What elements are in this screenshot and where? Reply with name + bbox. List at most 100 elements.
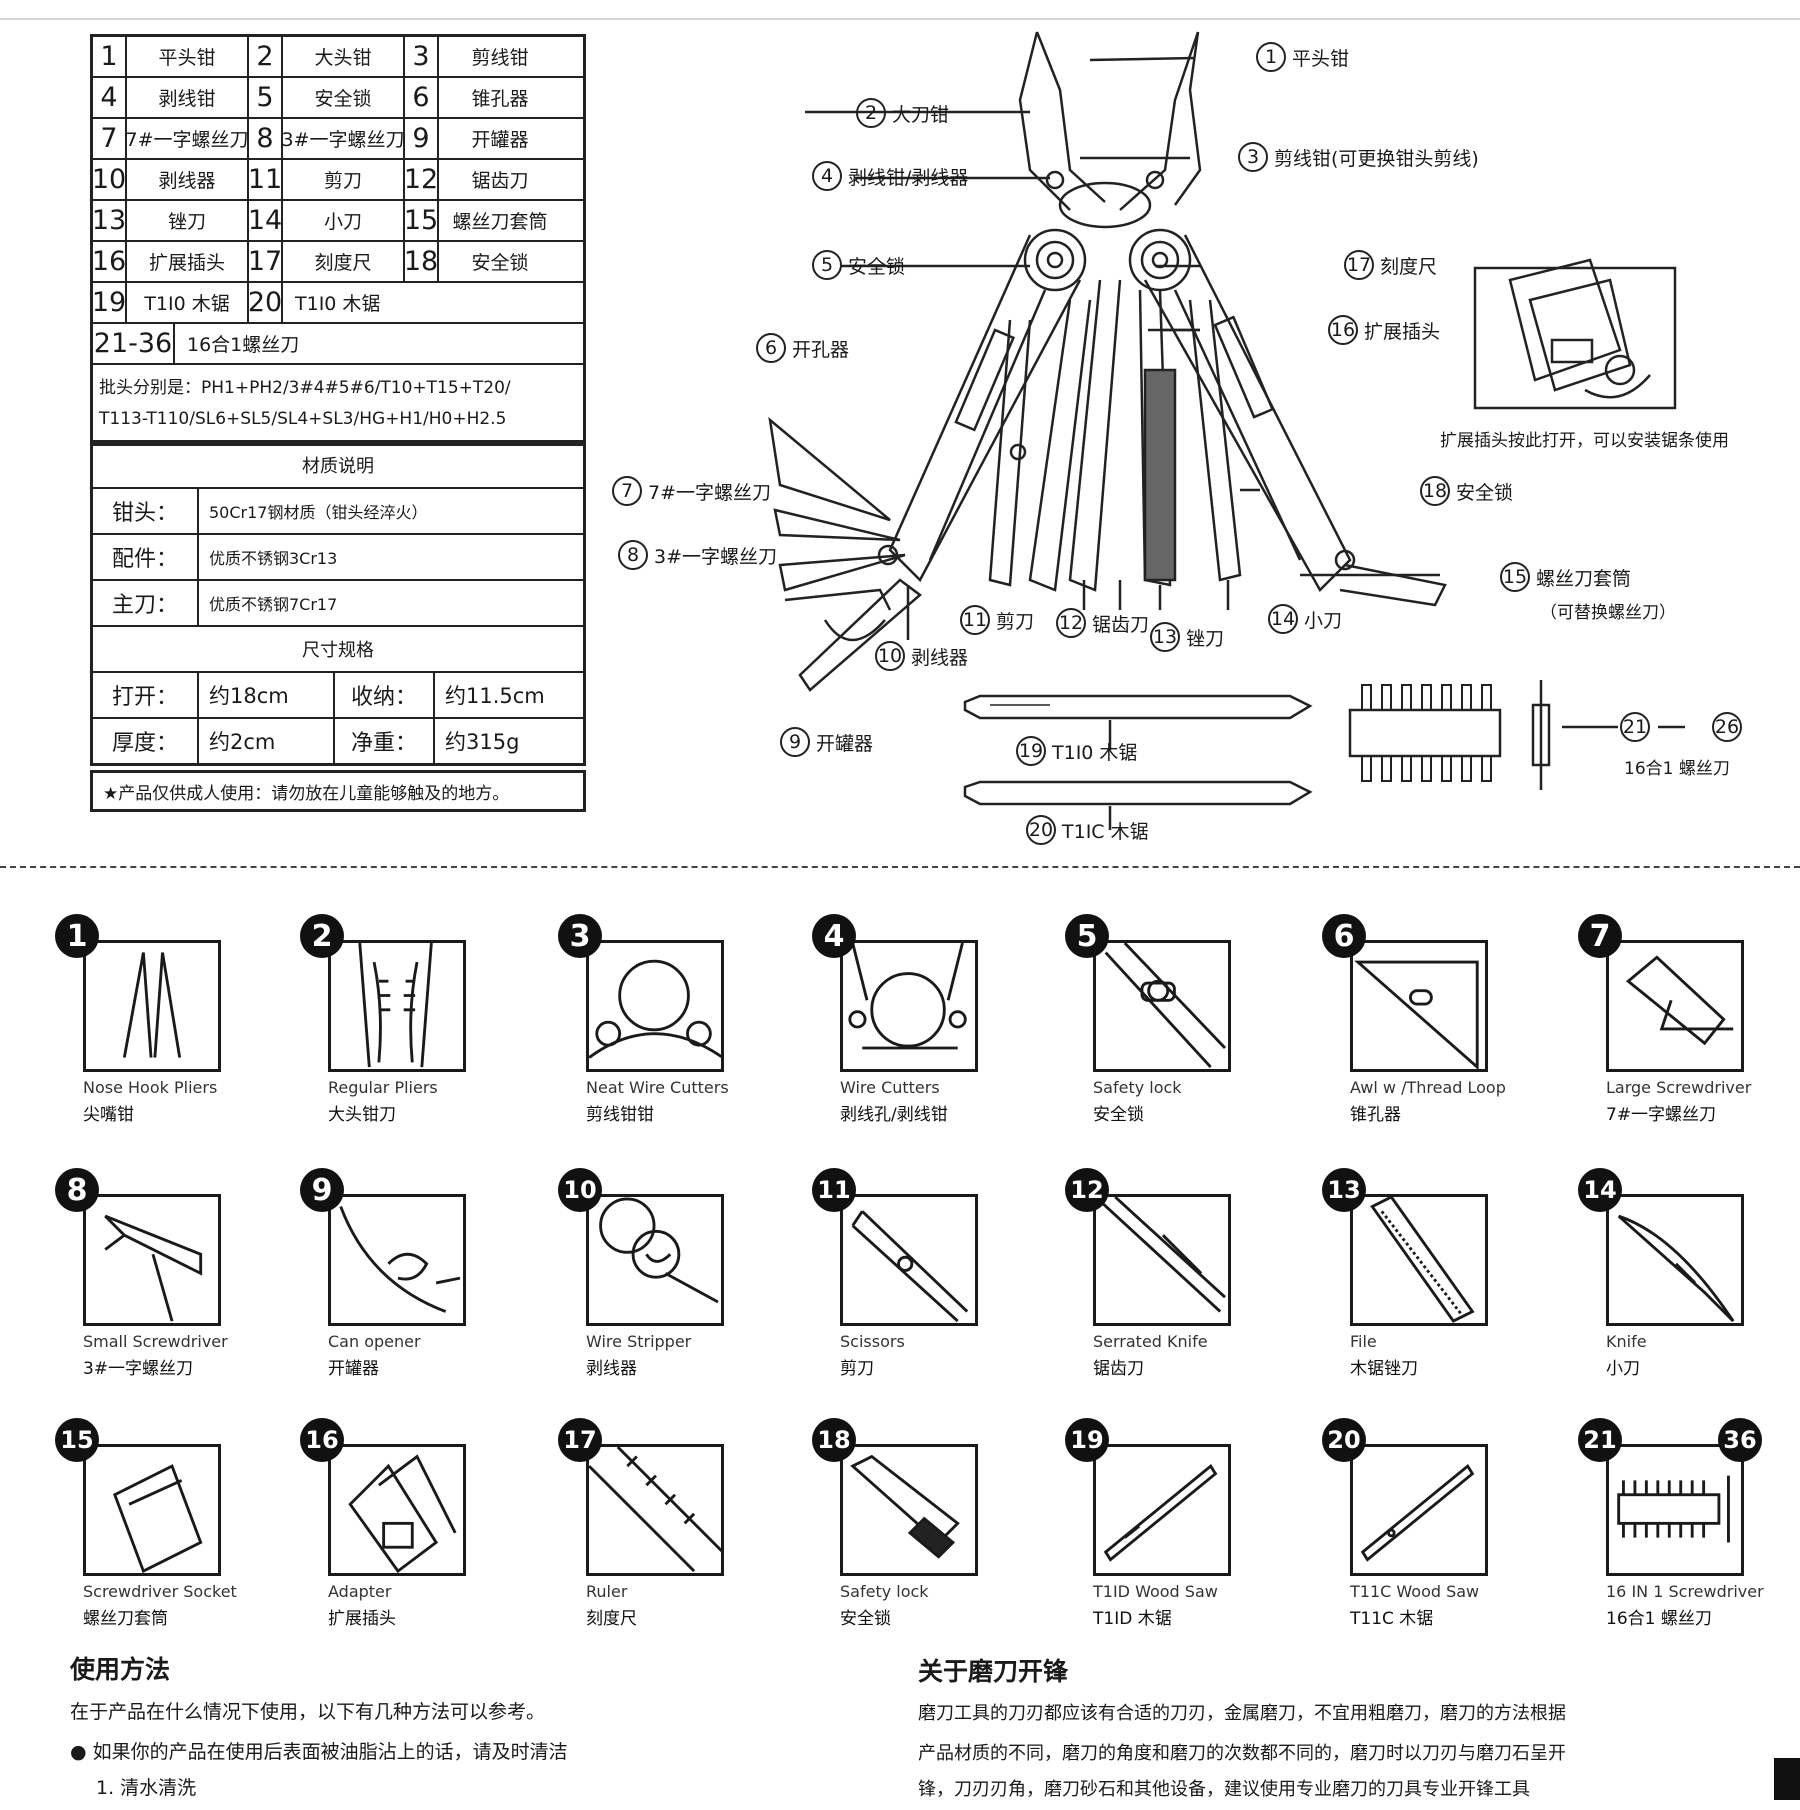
tool-name-en: T11C Wood Saw xyxy=(1350,1582,1480,1601)
tool-name-en: Neat Wire Cutters xyxy=(586,1078,729,1097)
callout-number: 15 xyxy=(1500,562,1530,592)
file-13 xyxy=(1143,368,1177,582)
callout-number: 18 xyxy=(1420,476,1450,506)
tool-number-badge: 18 xyxy=(812,1418,856,1462)
tool-icon-frame xyxy=(1093,940,1231,1072)
pivot-left xyxy=(1023,228,1087,292)
callout-number: 4 xyxy=(812,161,842,191)
callout-number: 12 xyxy=(1056,608,1086,638)
callout-label: 锯齿刀 xyxy=(1092,613,1150,636)
part-name: 剪线钳 xyxy=(471,47,529,69)
part-name: T1I0 木锯 xyxy=(127,283,249,322)
tool-number-badge: 2 xyxy=(300,914,344,958)
tool-name-en: Wire Stripper xyxy=(586,1332,692,1351)
tool-number-badge: 21 xyxy=(1578,1418,1622,1462)
tool-number-badge: 36 xyxy=(1718,1418,1762,1462)
tool-icon-frame xyxy=(1606,1194,1744,1326)
callout-label: 开罐器 xyxy=(816,732,874,755)
size-key: 收纳： xyxy=(335,673,435,717)
tool-number-badge: 9 xyxy=(300,1168,344,1212)
callout-label: 开孔器 xyxy=(792,338,850,361)
callout-label: 扩展插头 xyxy=(1364,320,1441,343)
tool-name-cn: 3#一字螺丝刀 xyxy=(83,1359,194,1379)
part-number: 19 xyxy=(93,283,127,322)
size-key: 净重： xyxy=(335,719,435,763)
blade-line: 产品材质的不同，磨刀的角度和磨刀的次数都不同的，磨刀时以刀刃与磨刀石呈开 xyxy=(918,1743,1566,1764)
sheath-note: （可替换螺丝刀） xyxy=(1540,603,1676,623)
tool-name-cn: 大头钳刀 xyxy=(328,1105,396,1125)
part-name: 锥孔器 xyxy=(471,88,529,110)
spec-key: 配件： xyxy=(93,535,199,579)
tool-number-badge: 5 xyxy=(1065,914,1109,958)
part-number: 9 xyxy=(405,119,439,158)
callout-number: 16 xyxy=(1328,315,1358,345)
part-number: 7 xyxy=(93,119,127,158)
top-rule xyxy=(0,18,1800,20)
tool-name-cn: 7#一字螺丝刀 xyxy=(1606,1105,1717,1125)
callout-number: 26 xyxy=(1712,712,1742,742)
tool-icon xyxy=(1354,960,1479,1069)
tool-name-en: Ruler xyxy=(586,1582,628,1601)
tool-name-en: Large Screwdriver xyxy=(1606,1078,1752,1097)
handle-left xyxy=(888,234,1082,583)
tool-number-badge: 13 xyxy=(1322,1168,1366,1212)
saw-19 xyxy=(963,694,1313,720)
tool-icon-frame xyxy=(328,1194,466,1326)
tool-number-badge: 11 xyxy=(812,1168,856,1212)
part-name: T1I0 木锯 xyxy=(295,293,381,315)
tool-icon xyxy=(348,1454,457,1573)
part-number: 15 xyxy=(405,201,439,240)
jaw-right xyxy=(1119,31,1200,211)
spec-key: 主刀： xyxy=(93,581,199,625)
sheath-inset xyxy=(1473,266,1677,410)
callout-label: 刻度尺 xyxy=(1380,255,1438,278)
tool-name-cn: 小刀 xyxy=(1606,1359,1640,1379)
tool-icon xyxy=(848,943,967,1050)
tool-icon-frame xyxy=(586,1444,724,1576)
tool-number-badge: 14 xyxy=(1578,1168,1622,1212)
part-name: 剥线器 xyxy=(127,160,249,199)
part-number: 5 xyxy=(249,78,283,117)
spec-value: 优质不锈钢3Cr13 xyxy=(209,549,338,568)
tool-name-cn: 扩展插头 xyxy=(328,1609,396,1629)
tool-name-cn: 剥线器 xyxy=(586,1359,637,1379)
tool-number-badge: 12 xyxy=(1065,1168,1109,1212)
tool-icon xyxy=(589,1447,721,1573)
tool-icon xyxy=(1103,1463,1218,1562)
tool-name-en: Screwdriver Socket xyxy=(83,1582,237,1601)
part-name: 大头钳 xyxy=(283,37,405,76)
size-key: 打开： xyxy=(93,673,199,717)
tool-number-badge: 20 xyxy=(1322,1418,1366,1462)
usage-title: 使用方法 xyxy=(70,1655,171,1684)
tool-number-badge: 17 xyxy=(558,1418,602,1462)
callout-label: 7#一字螺丝刀 xyxy=(648,481,772,504)
callout-label: 剥线钳/剥线器 xyxy=(848,166,969,189)
spec-title: 材质说明 xyxy=(302,456,374,477)
tool-name-cn: 开罐器 xyxy=(328,1359,379,1379)
part-number: 8 xyxy=(249,119,283,158)
tool-icon xyxy=(112,1464,203,1573)
callout-16: 16 扩展插头 xyxy=(1328,315,1440,345)
part-number: 16 xyxy=(93,242,127,281)
tool-number-badge: 6 xyxy=(1322,914,1366,958)
tool-name-cn: 锥孔器 xyxy=(1350,1105,1401,1125)
